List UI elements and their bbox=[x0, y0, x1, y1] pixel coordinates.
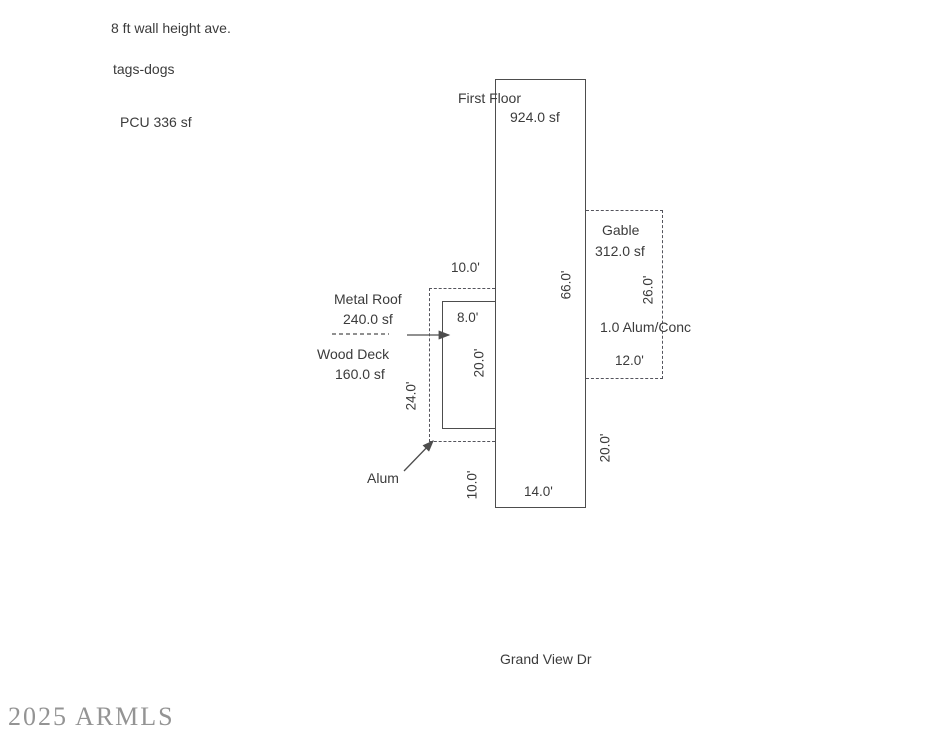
dim-lower-right-depth: 20.0' bbox=[597, 433, 613, 463]
first-floor-outline bbox=[495, 79, 586, 508]
dim-metal-roof-width: 10.0' bbox=[451, 260, 480, 275]
dim-first-floor-depth: 66.0' bbox=[558, 270, 574, 300]
note-tags: tags-dogs bbox=[113, 61, 175, 77]
dim-wood-deck-width: 8.0' bbox=[457, 310, 479, 325]
first-floor-label: First Floor bbox=[458, 90, 521, 106]
alum-conc-label: 1.0 Alum/Conc bbox=[600, 319, 692, 335]
gable-outline bbox=[586, 210, 663, 379]
wood-deck-area: 160.0 sf bbox=[335, 366, 385, 382]
alum-callout-label: Alum bbox=[367, 470, 399, 486]
first-floor-area: 924.0 sf bbox=[510, 109, 560, 125]
armls-watermark: 2025 ARMLS bbox=[8, 702, 175, 731]
note-wall-height: 8 ft wall height ave. bbox=[111, 20, 231, 36]
alum-leader-arrow bbox=[403, 440, 434, 472]
wood-deck-outline bbox=[442, 301, 495, 429]
dim-wood-deck-depth: 20.0' bbox=[471, 348, 487, 378]
gable-area: 312.0 sf bbox=[595, 243, 645, 259]
dim-gable-width: 12.0' bbox=[615, 353, 644, 368]
wood-deck-label: Wood Deck bbox=[317, 346, 390, 362]
street-label: Grand View Dr bbox=[500, 651, 592, 667]
gable-label: Gable bbox=[602, 222, 640, 238]
dim-first-floor-width: 14.0' bbox=[524, 484, 553, 499]
metal-roof-outline bbox=[429, 288, 495, 442]
dim-lower-left-depth: 10.0' bbox=[464, 470, 480, 500]
note-pcu: PCU 336 sf bbox=[120, 114, 192, 130]
dim-gable-depth: 26.0' bbox=[640, 275, 656, 305]
dim-metal-roof-depth: 24.0' bbox=[403, 381, 419, 411]
metal-roof-area: 240.0 sf bbox=[343, 311, 393, 327]
metal-roof-label: Metal Roof bbox=[334, 291, 402, 307]
